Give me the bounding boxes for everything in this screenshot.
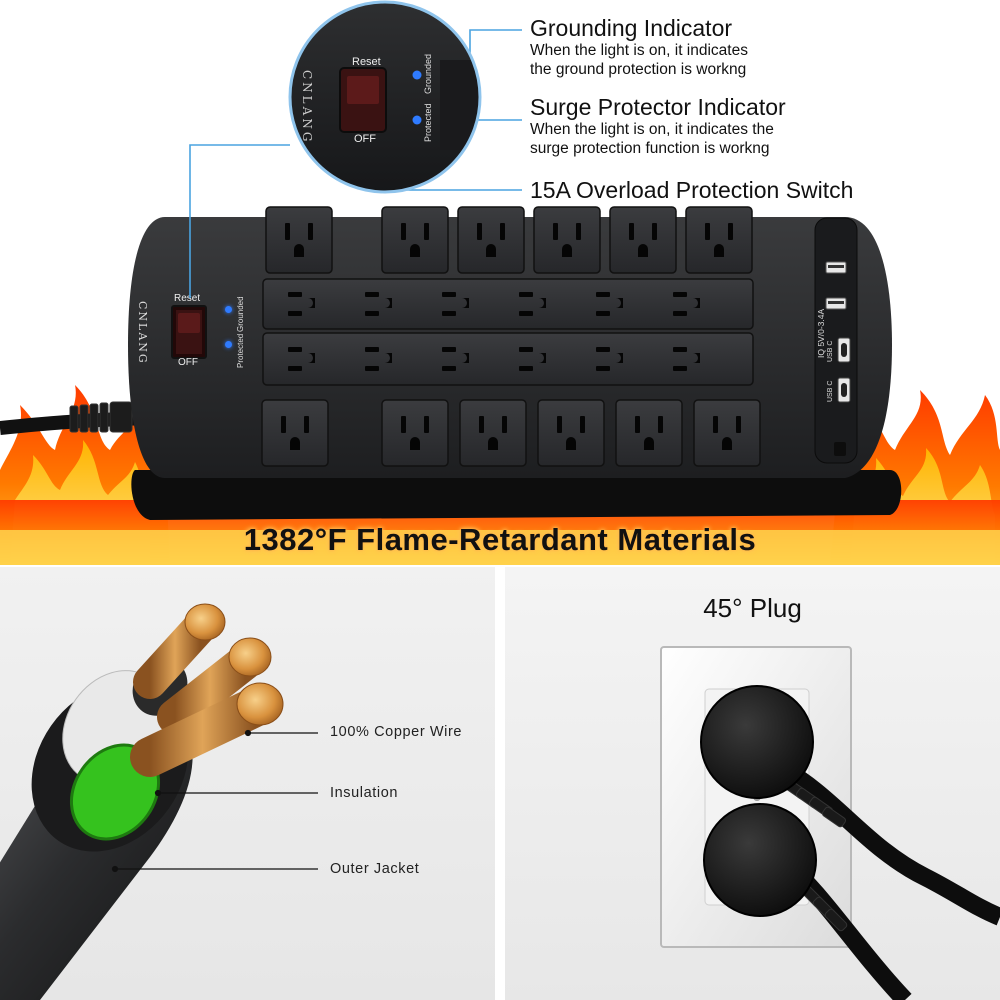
plug-panel: 45° Plug xyxy=(505,567,1000,1000)
surge-indicator-desc-2: surge protection function is workng xyxy=(530,140,770,157)
plug-head-top xyxy=(700,685,814,799)
flame-band-glow xyxy=(0,530,1000,565)
plug-title: 45° Plug xyxy=(703,593,802,623)
power-strip xyxy=(128,206,902,520)
surge-indicator-desc-1: When the light is on, it indicates the xyxy=(530,121,774,138)
lens-brand: CNLANG xyxy=(300,70,314,145)
cable-cross-section-panel: 100% Copper Wire Insulation Outer Jacket xyxy=(0,567,495,1000)
lens-protected-wrap: Protected xyxy=(423,98,435,146)
cable-pointer-lines xyxy=(111,729,318,873)
copper-wire-label: 100% Copper Wire xyxy=(330,724,463,740)
lens-grounded-label: Grounded xyxy=(423,53,433,94)
lens-protected-label: Protected xyxy=(423,103,433,142)
surge-indicator-title: Surge Protector Indicator xyxy=(530,94,786,120)
power-cord xyxy=(0,401,151,435)
plug-cords xyxy=(775,759,1000,1000)
reset-label: Reset xyxy=(174,293,201,304)
protected-led xyxy=(225,341,232,348)
off-label: OFF xyxy=(178,357,198,368)
flame-retardant-caption: 1382°F Flame-Retardant Materials xyxy=(243,522,757,557)
grounding-indicator-desc-2: the ground protection is workng xyxy=(530,61,747,78)
grounded-led xyxy=(225,306,232,313)
grounding-indicator-desc-1: When the light is on, it indicates xyxy=(530,42,748,59)
cable-illustration xyxy=(0,603,318,1000)
overload-switch-title: 15A Overload Protection Switch xyxy=(530,177,854,203)
zoom-lens xyxy=(189,0,522,298)
outlet-row-middle-1 xyxy=(262,278,754,330)
reset-switch[interactable] xyxy=(171,305,207,359)
outer-jacket-label: Outer Jacket xyxy=(330,861,420,877)
plug-head-bottom xyxy=(703,803,817,917)
lens-grounded-wrap: Grounded xyxy=(423,50,435,98)
copper-wires xyxy=(130,603,284,777)
grounding-indicator-title: Grounding Indicator xyxy=(530,15,733,41)
insulation-label: Insulation xyxy=(330,785,399,801)
lens-off-label: OFF xyxy=(354,133,376,145)
outlet-row-middle-2 xyxy=(262,332,754,386)
wall-plug-illustration xyxy=(660,646,1000,1000)
lens-reset-label: Reset xyxy=(352,56,381,68)
product-hero: CNLANG Reset OFF Grounded Protected IQ 5… xyxy=(0,0,1000,565)
